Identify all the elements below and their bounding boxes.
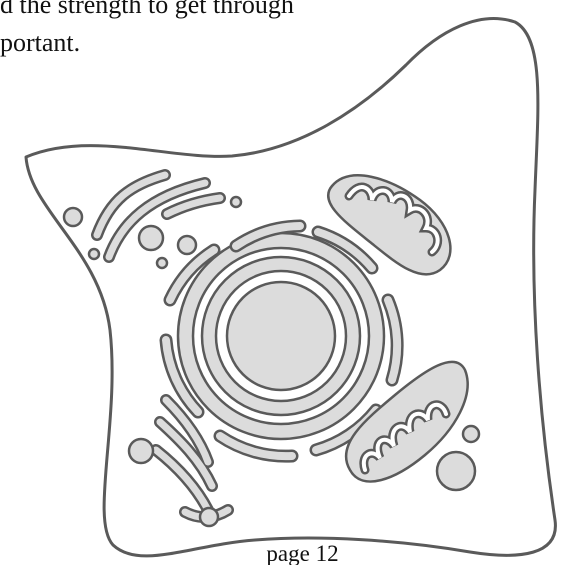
nucleolus bbox=[227, 282, 335, 390]
page-number-label: page 12 bbox=[266, 541, 338, 565]
page-number: page 12 bbox=[0, 541, 565, 565]
